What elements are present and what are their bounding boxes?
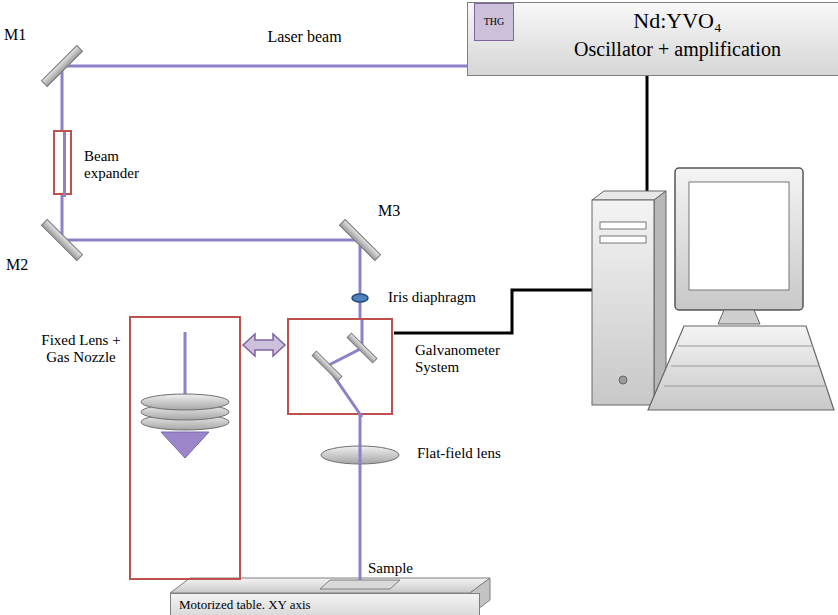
node-label: M1	[4, 26, 26, 44]
node-label: Galvanometer System	[415, 342, 515, 377]
galvo-shape	[289, 320, 391, 413]
laser-beam	[359, 240, 362, 294]
laser-beam	[61, 66, 64, 130]
mirror-shape	[340, 220, 380, 260]
laser-beam	[63, 132, 66, 197]
node-label: Flat-field lens	[417, 445, 501, 462]
mirror-plate	[41, 219, 82, 260]
edge-label: Laser beam	[264, 28, 344, 46]
sample-node: Sample	[320, 580, 400, 589]
node-label: Beam expander	[84, 148, 148, 183]
cable	[646, 76, 649, 196]
table-node: Motorized table. XY axis	[170, 593, 480, 615]
laser-beam	[359, 415, 362, 446]
mirror-plate	[339, 219, 380, 260]
iris-symbol	[352, 294, 368, 302]
label-holder: Fixed Lens + Gas Nozzle	[37, 332, 125, 367]
node-label: Fixed Lens + Gas Nozzle	[37, 332, 125, 367]
node-text: Nd:YVO₄	[518, 8, 837, 33]
laser-beam	[359, 302, 362, 318]
flat-shape	[321, 446, 399, 464]
label-holder: M2	[6, 256, 28, 274]
iris-node: Iris diaphragm	[352, 294, 368, 302]
mirror-shape	[42, 46, 82, 86]
node-text: THG	[484, 16, 505, 28]
mirror-plate	[41, 45, 82, 86]
gas-nozzle	[161, 432, 209, 458]
tower-front	[592, 200, 654, 405]
laser-beam	[359, 446, 362, 464]
node-text: Oscillator + amplification	[518, 38, 837, 61]
label-holder: Flat-field lens	[417, 445, 501, 462]
galvo-node: Galvanometer System	[287, 318, 393, 415]
node-label: Iris diaphragm	[388, 289, 476, 306]
label-holder: M3	[378, 202, 400, 220]
laser-beam	[62, 65, 467, 68]
key-row	[678, 346, 813, 347]
label-holder: Sample	[368, 560, 413, 577]
label-holder: Iris diaphragm	[388, 289, 476, 306]
mirror-node: M1	[42, 46, 82, 86]
laser-node: Nd:YVO₄ Oscillator + amplification THG	[467, 2, 838, 76]
table-top	[170, 578, 490, 593]
label-holder: M1	[4, 26, 26, 44]
monitor-stand	[718, 310, 760, 324]
mirror-node: M3	[340, 220, 380, 260]
mirror-shape	[42, 220, 82, 260]
node-label: M2	[6, 256, 28, 274]
keyboard	[648, 326, 834, 410]
thg-node: THG	[474, 3, 514, 41]
label-holder: Beam expander	[84, 148, 148, 183]
galvo-mirror	[347, 333, 377, 363]
lens-symbol	[141, 394, 229, 410]
fixed-node: Fixed Lens + Gas Nozzle	[129, 316, 241, 580]
node-label: M3	[378, 202, 400, 220]
laser-beam	[62, 239, 360, 242]
monitor-screen	[689, 182, 789, 290]
galvo-mirror	[312, 351, 342, 381]
node-label: Sample	[368, 560, 413, 577]
sample-shape	[320, 580, 400, 589]
sample-plate	[320, 580, 400, 589]
flat-node: Flat-field lens	[321, 446, 399, 464]
iris-shape	[352, 294, 368, 302]
fixed-shape	[131, 318, 239, 578]
expander-shape	[55, 132, 70, 193]
drive-bay	[600, 222, 646, 229]
label-holder: Galvanometer System	[415, 342, 515, 377]
drive-bay	[600, 236, 646, 243]
power-button	[619, 376, 627, 384]
monitor	[675, 168, 803, 310]
expander-node: Beam expander	[53, 130, 72, 195]
tower-top	[592, 191, 666, 200]
key-row	[671, 366, 820, 367]
mirror-node: M2	[42, 220, 82, 260]
double-arrow	[243, 334, 285, 356]
key-row	[664, 386, 826, 387]
laser-beam	[359, 464, 362, 580]
laser-beam	[184, 332, 187, 400]
lens-symbol	[321, 446, 399, 464]
node-text: Motorized table. XY axis	[171, 594, 479, 615]
